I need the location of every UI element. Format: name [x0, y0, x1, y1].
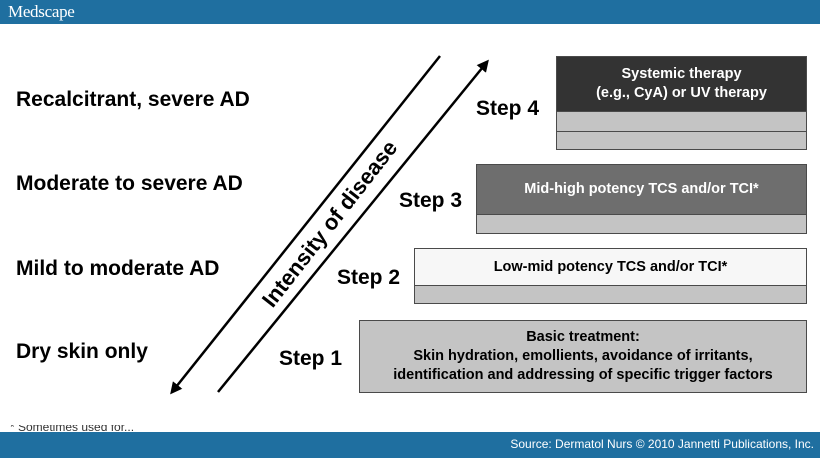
step-2-underbar	[414, 285, 807, 304]
severity-label-mild-moderate: Mild to moderate AD	[16, 257, 220, 280]
step-4-underbar-2	[556, 131, 807, 150]
step-3-underbar	[476, 214, 807, 234]
step-3-box: Mid-high potency TCS and/or TCI*	[476, 164, 807, 215]
step-2-box: Low-mid potency TCS and/or TCI*	[414, 248, 807, 286]
step-4-text-line-1: Systemic therapy	[621, 66, 742, 82]
step-2-label: Step 2	[337, 266, 401, 289]
step-2-text: Low-mid potency TCS and/or TCI*	[493, 258, 728, 275]
step-3-text: Mid-high potency TCS and/or TCI*	[524, 181, 759, 197]
top-banner: Medscape	[0, 0, 820, 24]
footnote-cut: * Sometimes used for...	[10, 425, 135, 433]
arrow-up	[217, 59, 489, 393]
bottom-banner: Source: Dermatol Nurs © 2010 Jannetti Pu…	[0, 432, 820, 458]
source-credit: Source: Dermatol Nurs © 2010 Jannetti Pu…	[510, 437, 814, 451]
step-4-underbar-1	[556, 111, 807, 132]
step-4-text-line-2: (e.g., CyA) or UV therapy	[596, 85, 767, 101]
step-1-box: Basic treatment: Skin hydration, emollie…	[359, 320, 807, 393]
step-1-text-line-2: Skin hydration, emollients, avoidance of…	[413, 348, 753, 364]
step-3-label: Step 3	[399, 189, 463, 212]
medscape-logo: Medscape	[8, 2, 75, 21]
step-1-text-line-1: Basic treatment:	[526, 329, 640, 345]
severity-label-moderate-severe: Moderate to severe AD	[16, 172, 243, 195]
step-4-label: Step 4	[476, 97, 540, 120]
step-1-text-line-3: identification and addressing of specifi…	[393, 367, 773, 383]
severity-label-dry-skin: Dry skin only	[16, 340, 148, 363]
step-1-label: Step 1	[279, 347, 343, 370]
step-4-box: Systemic therapy (e.g., CyA) or UV thera…	[556, 56, 807, 112]
severity-label-recalcitrant: Recalcitrant, severe AD	[16, 88, 250, 111]
arrow-down	[170, 55, 441, 395]
